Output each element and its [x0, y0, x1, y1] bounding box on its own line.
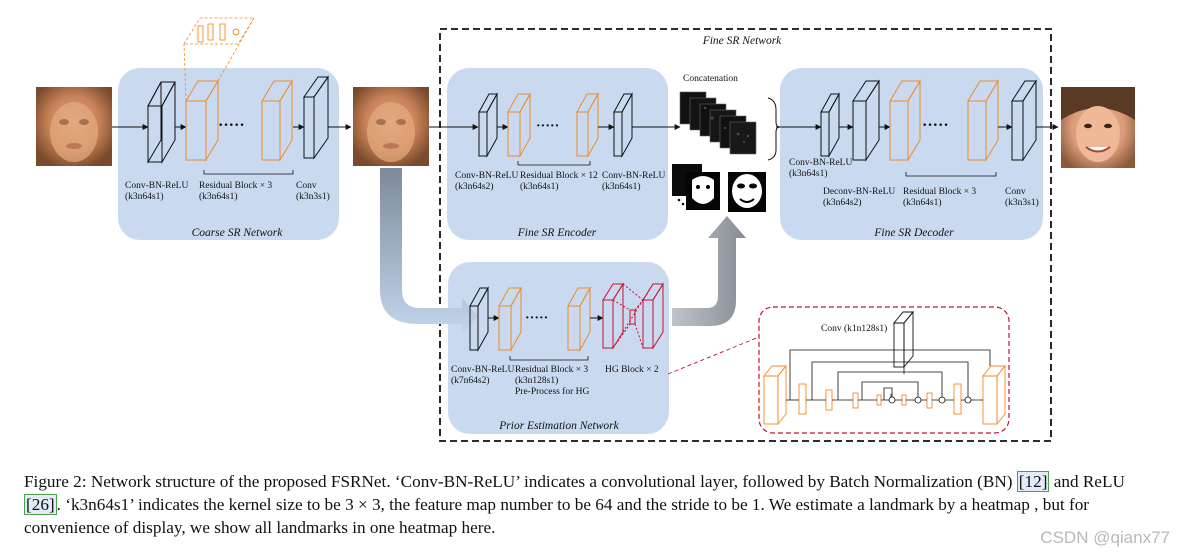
residual-block-zoom-layers	[197, 23, 240, 43]
feature-map-texture	[703, 106, 750, 143]
final-sr-output-face	[1061, 87, 1135, 168]
fine-sr-decoder-title: Fine SR Decoder	[873, 227, 954, 239]
fine-sr-encoder-bg	[447, 68, 668, 240]
decoder-label-deconv-params: (k3n64s2)	[823, 197, 862, 208]
prior-estimation-network: ····· Conv-BN-ReLU (k7n64s2) Residual Bl…	[451, 282, 664, 432]
decoder-label-deconv: Deconv-BN-ReLU	[823, 187, 895, 197]
residual-block-zoom	[183, 17, 255, 102]
hg-detail-sum-nodes	[888, 396, 972, 404]
encoder-ellipsis: ·····	[536, 119, 559, 134]
concatenation-group: Concatenation	[672, 74, 781, 212]
decoder-conv-block-2	[1011, 79, 1037, 162]
concatenation-brace	[767, 97, 781, 161]
encoder-residual-block-1	[507, 92, 531, 158]
encoder-label-conv2: Conv-BN-ReLU	[602, 171, 665, 181]
hg-detail-label-conv: Conv (k1n128s1)	[821, 323, 887, 334]
prior-label-conv: Conv-BN-ReLU	[451, 365, 514, 375]
prior-conv-block	[469, 286, 489, 352]
coarse-label-conv: Conv	[296, 181, 317, 191]
coarse-label-conv-bn-relu-params: (k3n64s1)	[125, 191, 164, 202]
prior-residual-block-2	[567, 286, 591, 352]
concatenation-label: Concatenation	[683, 74, 738, 84]
parsing-map-stack	[672, 164, 766, 212]
caption-ref-12[interactable]: [12]	[1016, 471, 1050, 492]
decoder-ellipsis: ·····	[922, 117, 949, 134]
hg-detail-orange-layers	[763, 364, 1006, 426]
coarse-label-residual-params: (k3n64s1)	[199, 191, 238, 202]
decoder-label-conv-params: (k3n3s1)	[1005, 197, 1039, 208]
caption-text-3: . ‘k3n64s1’ indicates the kernel size to…	[24, 495, 1090, 537]
coarse-sr-output-face	[353, 87, 429, 166]
caption-text-1: Network structure of the proposed FSRNet…	[86, 472, 1017, 491]
prior-residual-block-1	[498, 286, 522, 352]
encoder-conv-block-1	[478, 92, 498, 158]
decoder-residual-block-2	[967, 79, 999, 162]
coarse-sr-network-bg	[118, 68, 339, 240]
encoder-label-conv2-params: (k3n64s1)	[602, 181, 641, 192]
caption-figure-label: Figure 2:	[24, 472, 87, 491]
decoder-deconv-block	[852, 79, 880, 162]
decoder-label-conv1: Conv-BN-ReLU	[789, 158, 852, 168]
prior-label-residual: Residual Block × 3	[515, 365, 588, 375]
fine-sr-network-boundary: Fine SR Network	[439, 28, 1052, 442]
caption-ref-26[interactable]: [26]	[24, 494, 57, 515]
coarse-label-conv-params: (k3n3s1)	[296, 191, 330, 202]
encoder-residual-block-2	[576, 92, 599, 158]
csdn-watermark: CSDN @qianx77	[1040, 528, 1170, 547]
coarse-label-conv-bn-relu: Conv-BN-ReLU	[125, 181, 188, 191]
input-lr-face	[36, 87, 112, 166]
coarse-conv-bn-relu-block	[147, 81, 176, 164]
encoder-residual-bracket	[517, 161, 591, 166]
encoder-label-conv1-params: (k3n64s2)	[455, 181, 494, 192]
prior-estimation-network-bg	[448, 262, 669, 434]
fine-sr-encoder: ····· Conv-BN-ReLU (k3n64s2) Residual Bl…	[455, 92, 665, 239]
fine-sr-decoder: ····· Conv-BN-ReLU (k3n64s1) Deconv-BN-R…	[789, 79, 1039, 239]
fine-sr-encoder-title: Fine SR Encoder	[517, 227, 597, 239]
decoder-label-residual: Residual Block × 3	[903, 187, 976, 197]
prior-estimation-network-title: Prior Estimation Network	[498, 420, 619, 432]
hg-detail-connections	[786, 349, 991, 401]
prior-ellipsis: ·····	[525, 311, 548, 326]
coarse-ellipsis: ·····	[218, 117, 245, 134]
encoder-label-conv1: Conv-BN-ReLU	[455, 171, 518, 181]
prior-label-conv-params: (k7n64s2)	[451, 375, 490, 386]
hourglass-blocks	[602, 282, 664, 350]
encoder-conv-block-2	[613, 92, 633, 158]
coarse-residual-bracket	[203, 170, 294, 175]
hg-block-detail: Conv (k1n128s1)	[667, 306, 1010, 434]
coarse-label-residual: Residual Block × 3	[199, 181, 272, 191]
fine-sr-network-title: Fine SR Network	[702, 35, 782, 47]
feature-map-stack	[679, 91, 757, 155]
coarse-residual-block-2	[261, 79, 293, 162]
decoder-residual-bracket	[905, 172, 997, 177]
decoder-label-conv: Conv	[1005, 187, 1026, 197]
decoder-label-residual-params: (k3n64s1)	[903, 197, 942, 208]
coarse-sr-network: ····· Conv-BN-ReLU (k3n64s1) Residua	[125, 17, 330, 239]
coarse-to-prior-arrow	[380, 168, 478, 334]
hg-detail-conv-block	[893, 310, 914, 369]
fsrnet-diagram: Fine SR Network	[36, 17, 1135, 442]
figure-caption: Figure 2: Network structure of the propo…	[24, 470, 1159, 539]
decoder-residual-block-1	[889, 79, 921, 162]
prior-label-residual-params: (k3n128s1)	[515, 375, 558, 386]
encoder-label-residual: Residual Block × 12	[520, 171, 598, 181]
prior-label-hg: HG Block × 2	[605, 365, 659, 375]
coarse-sr-network-title: Coarse SR Network	[192, 227, 284, 239]
decoder-label-conv1-params: (k3n64s1)	[789, 168, 828, 179]
prior-to-concat-arrow	[672, 216, 746, 326]
encoder-label-residual-params: (k3n64s1)	[520, 181, 559, 192]
prior-label-preprocess: Pre-Process for HG	[515, 386, 590, 397]
prior-residual-bracket	[509, 356, 589, 361]
decoder-conv-block-1	[820, 92, 840, 158]
caption-text-2: and ReLU	[1049, 472, 1125, 491]
coarse-conv-block	[303, 75, 329, 160]
